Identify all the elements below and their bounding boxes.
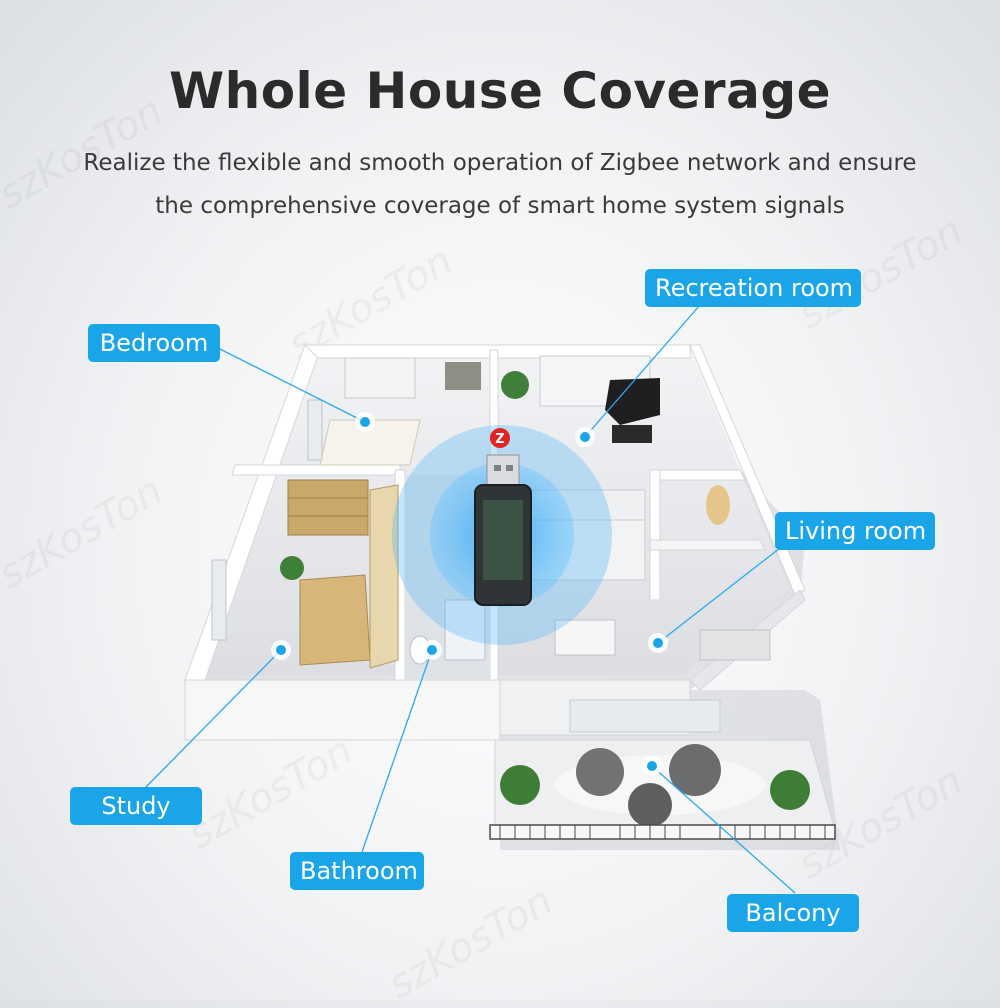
- room-marker-balcony: [642, 756, 662, 776]
- bookshelf: [287, 479, 369, 536]
- plant-study: [280, 556, 304, 580]
- living-door: [706, 485, 730, 525]
- sofa: [699, 629, 771, 661]
- connector-living: [657, 547, 781, 644]
- plant-balcony-left: [500, 765, 540, 805]
- study-window: [211, 559, 227, 641]
- page-title: Whole House Coverage: [168, 62, 832, 120]
- interior-wall-h1: [231, 464, 401, 476]
- interior-wall-h2: [649, 469, 746, 481]
- room-marker-bedroom: [355, 412, 375, 432]
- zigbee-badge-letter: Z: [495, 432, 504, 447]
- label-study: Study: [70, 787, 202, 825]
- balcony-railing: [489, 824, 836, 840]
- label-living-room: Living room: [775, 512, 935, 550]
- connector-bathroom: [361, 649, 433, 853]
- front-wall-left: [184, 679, 501, 741]
- balcony-chair-right: [669, 744, 721, 796]
- dining-table: [554, 619, 616, 656]
- label-balcony: Balcony: [727, 894, 859, 932]
- label-recreation-room: Recreation room: [645, 269, 861, 307]
- plant-balcony-right: [770, 770, 810, 810]
- bedroom-window: [307, 399, 323, 461]
- page-subtitle: Realize the flexible and smooth operatio…: [40, 142, 960, 228]
- room-marker-living: [648, 633, 668, 653]
- subtitle-line-2: the comprehensive coverage of smart home…: [155, 193, 845, 219]
- piano-legs: [612, 425, 652, 443]
- plant-recreation: [501, 371, 529, 399]
- connector-bedroom: [217, 347, 366, 423]
- study-door: [369, 484, 399, 669]
- interior-wall-v3: [649, 469, 661, 601]
- living-window: [569, 699, 721, 733]
- room-marker-bathroom: [422, 640, 442, 660]
- study-desk: [299, 574, 371, 666]
- connector-recreation: [584, 304, 701, 438]
- piano: [605, 378, 660, 425]
- usb-connector: [486, 454, 520, 488]
- wardrobe: [344, 357, 416, 399]
- shower: [444, 599, 486, 661]
- room-marker-recreation: [575, 427, 595, 447]
- label-bedroom: Bedroom: [88, 324, 220, 362]
- room-marker-study: [271, 640, 291, 660]
- bedroom-picture: [445, 362, 481, 390]
- zigbee-badge-icon: [490, 428, 510, 448]
- balcony-table: [628, 783, 672, 827]
- subtitle-line-1: Realize the flexible and smooth operatio…: [83, 150, 917, 176]
- balcony-chair-left: [576, 748, 624, 796]
- connector-study: [144, 649, 282, 789]
- interior-wall-h3: [649, 539, 766, 551]
- label-bathroom: Bathroom: [290, 852, 424, 890]
- connector-balcony: [651, 765, 796, 894]
- bed: [319, 419, 421, 466]
